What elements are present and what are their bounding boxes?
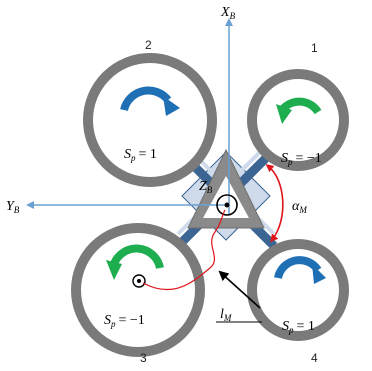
rotor-2-number: 2 — [145, 38, 152, 52]
arm-length-pointer — [218, 270, 261, 309]
rotor-2-spin-label: Sp= 1 — [124, 147, 157, 163]
rotor-3-ring — [71, 223, 205, 357]
rotor-3-spin-label: Sp= −1 — [104, 313, 145, 329]
rotor-1-spin-label: Sp= −1 — [281, 151, 322, 167]
arm-length-label: lM — [220, 307, 232, 323]
y-axis-label: YB — [6, 199, 20, 215]
rotor-2-spin-arrow — [120, 86, 172, 112]
rotor-1-ring — [247, 69, 349, 171]
rotor-4-arrow-head — [312, 264, 326, 284]
rotor-1 — [247, 69, 349, 171]
rotor-3-arrow-head — [106, 260, 122, 280]
rotor-1-spin-arrow — [278, 97, 322, 115]
rotor-4-ring — [247, 239, 349, 341]
rotor-3-spin-arrow — [110, 244, 164, 270]
rotor-1-number: 1 — [311, 41, 318, 55]
rotor-3-center-dot — [137, 279, 141, 283]
rotor-4-spin-label: Sp= 1 — [282, 319, 315, 335]
rotor-4-spin-arrow — [274, 256, 322, 280]
rotor-1-arrow-head — [276, 104, 292, 124]
alpha-angle-label: αM — [292, 199, 307, 215]
rotor-2-ring — [83, 53, 217, 187]
rotor-2-arrow-head — [163, 96, 180, 116]
x-axis-label: XB — [220, 5, 236, 21]
moment-arm-path — [142, 209, 226, 291]
z-axis-label: ZB — [199, 179, 213, 195]
rotor-3 — [71, 223, 205, 357]
rotor-3-center-ring — [132, 274, 146, 288]
z-axis-symbol-ring — [216, 194, 238, 216]
alpha-angle-arc — [265, 164, 284, 243]
rotor-3-number: 3 — [140, 351, 147, 365]
rotor-2 — [83, 53, 217, 187]
z-axis-symbol-dot — [224, 202, 230, 208]
rotor-4-number: 4 — [311, 351, 318, 365]
rotor-4 — [247, 239, 349, 341]
